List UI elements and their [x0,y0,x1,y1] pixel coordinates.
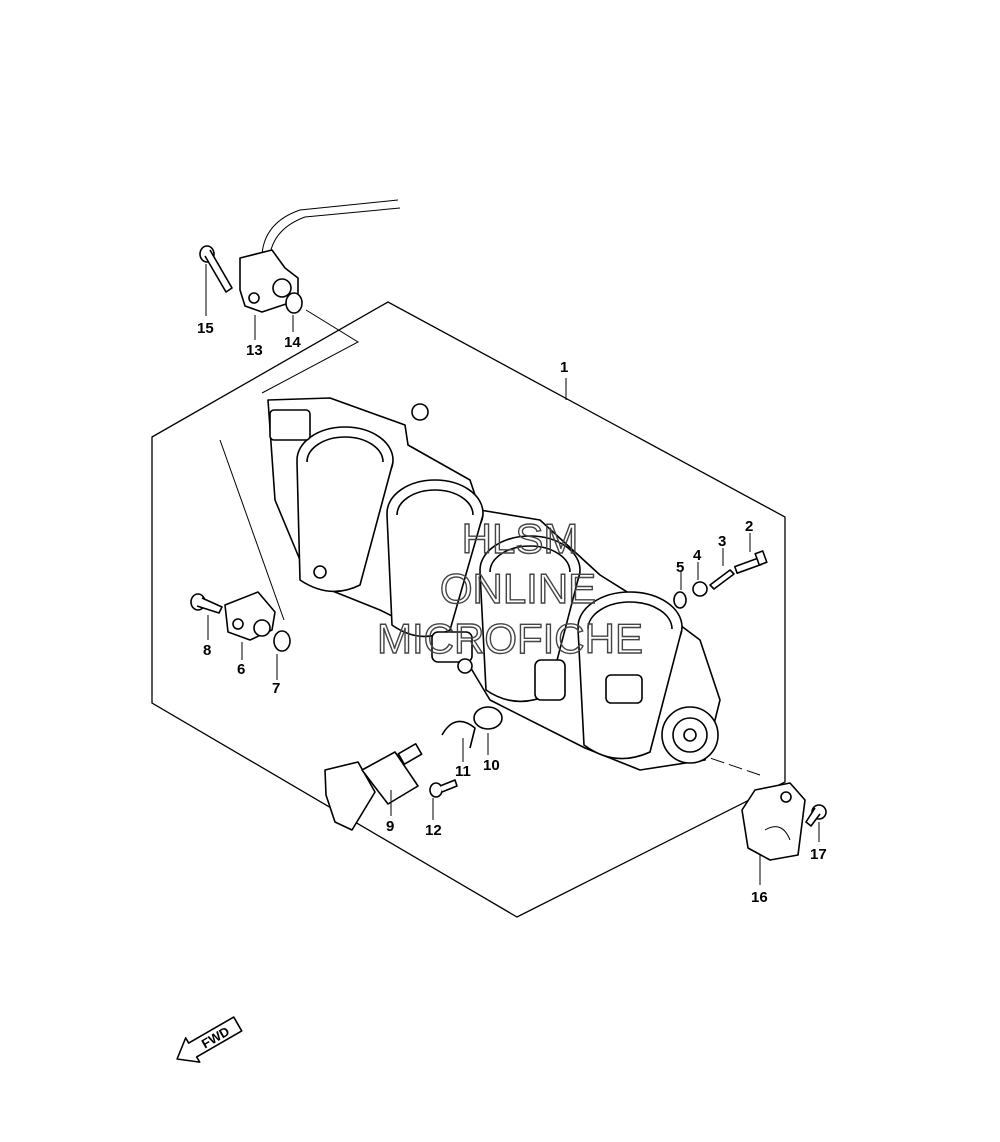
oring-14 [285,292,303,314]
sensor-13-boss [272,278,292,298]
callout-17: 17 [810,846,827,863]
callout-3: 3 [718,533,726,550]
spring-3 [709,569,735,590]
callout-labels: 1 2 3 4 5 6 7 8 9 10 11 12 13 14 15 16 1… [197,320,827,906]
callout-9: 9 [386,818,394,835]
callout-16: 16 [751,889,768,906]
oring-5 [673,591,687,609]
bolt-8 [190,593,223,614]
throttle-body [267,397,721,771]
watermark: HLSM ONLINE MICROFICHE [376,514,643,662]
sub-box-upper [261,309,360,394]
callout-7: 7 [272,680,280,697]
callout-1: 1 [560,359,568,376]
bracket-16-hole [780,791,792,803]
leader-lines [205,264,820,885]
callout-13: 13 [246,342,263,359]
sub-box-left [219,439,285,621]
callout-12: 12 [425,822,442,839]
clip-11 [441,720,476,749]
callout-10: 10 [483,757,500,774]
oring-10 [473,706,503,730]
bracket-16 [741,782,806,861]
screw-12 [429,779,458,798]
callout-11: 11 [455,763,471,780]
watermark-line1: HLSM [462,515,579,562]
assembly-outline [151,301,786,918]
callout-4: 4 [693,547,702,564]
watermark-line3: MICROFICHE [377,615,643,662]
harness-cable [261,199,399,255]
fwd-arrow-icon: FWD [176,1016,243,1063]
bolt-17 [805,804,827,827]
washer-4 [692,581,708,597]
oring-7 [273,630,291,652]
sensor-6-boss [253,619,271,637]
bolt-15 [199,245,233,293]
screw-2 [733,550,768,575]
callout-2: 2 [745,518,753,535]
callout-15: 15 [197,320,214,337]
sensor-9 [324,743,423,831]
harness-cable-2 [269,207,401,255]
callout-6: 6 [237,661,245,678]
callout-14: 14 [284,334,301,351]
sensor-13-hole [248,292,260,304]
callout-8: 8 [203,642,211,659]
sensor-6-hole [232,618,244,630]
watermark-line2: ONLINE [440,565,596,612]
callout-5: 5 [676,559,684,576]
